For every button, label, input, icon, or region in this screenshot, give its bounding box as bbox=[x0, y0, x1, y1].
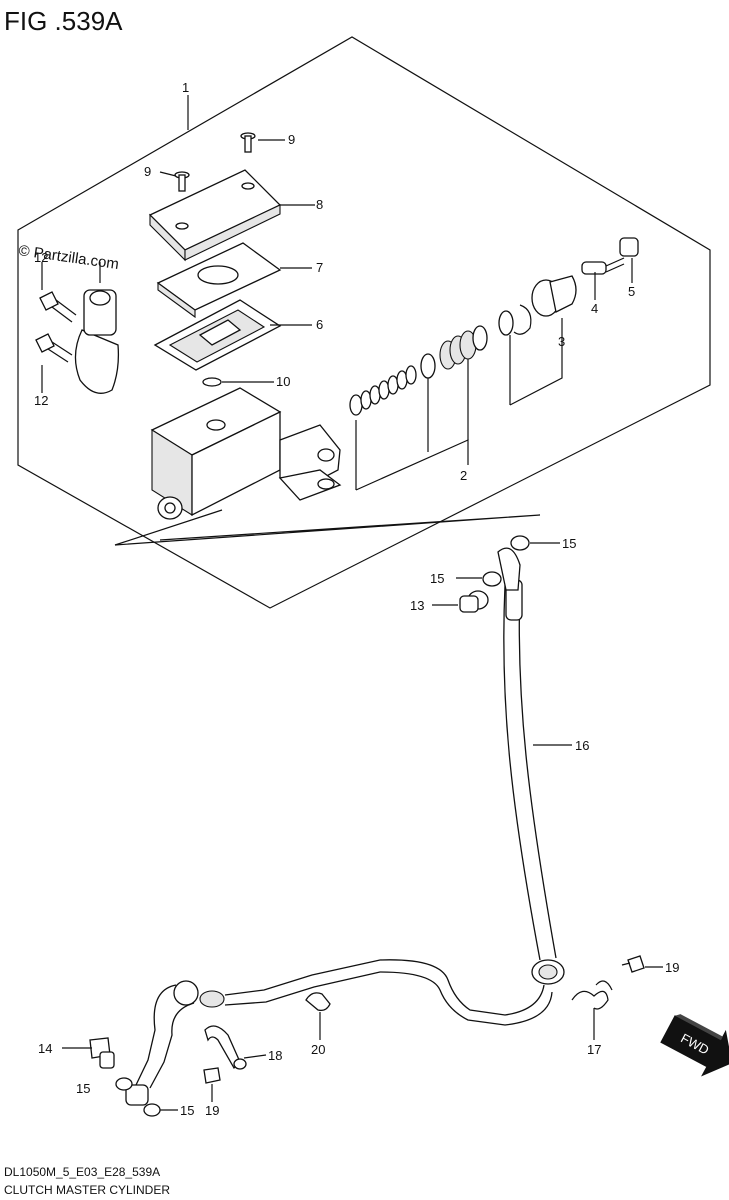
union-bolt-13-icon bbox=[459, 590, 489, 613]
bolt-12-upper-icon bbox=[39, 291, 77, 323]
bolt-19-lower-icon bbox=[203, 1067, 221, 1084]
callout-9-right: 9 bbox=[288, 132, 295, 147]
cap-hole-left bbox=[175, 222, 189, 230]
diaphragm-ring bbox=[197, 265, 239, 285]
callout-20: 20 bbox=[311, 1042, 325, 1057]
clip-17-icon bbox=[571, 980, 613, 1010]
watermark: © Partzilla.com bbox=[17, 242, 119, 273]
callout-14: 14 bbox=[38, 1041, 52, 1056]
screw-9-left-icon bbox=[174, 171, 190, 192]
assembly-outline bbox=[17, 36, 711, 609]
callout-7: 7 bbox=[316, 260, 323, 275]
piston-spring bbox=[349, 365, 417, 416]
callout-19-lower: 19 bbox=[205, 1103, 219, 1118]
leader-lines-upper bbox=[41, 95, 633, 491]
cap-hole-right bbox=[241, 182, 255, 190]
callout-15-low: 15 bbox=[180, 1103, 194, 1118]
reservoir-cap-side2 bbox=[184, 204, 281, 261]
callout-6: 6 bbox=[316, 317, 323, 332]
plate-10 bbox=[202, 377, 222, 387]
mount-plane bbox=[114, 514, 541, 546]
callout-15-upper: 15 bbox=[430, 571, 444, 586]
callout-8: 8 bbox=[316, 197, 323, 212]
leader-lines-lower bbox=[62, 542, 663, 1111]
piston bbox=[439, 325, 488, 370]
callout-1: 1 bbox=[182, 80, 189, 95]
figure-code: DL1050M_5_E03_E28_539A bbox=[4, 1165, 160, 1179]
callout-18: 18 bbox=[268, 1048, 282, 1063]
washer-15-mid-icon bbox=[115, 1077, 133, 1091]
washer-15-top-icon bbox=[510, 535, 530, 551]
callout-19-right: 19 bbox=[665, 960, 679, 975]
clip-20-icon bbox=[305, 992, 331, 1012]
nut-5 bbox=[619, 237, 639, 257]
hose-clamp-18 bbox=[204, 1025, 247, 1070]
fwd-arrow-icon bbox=[660, 1014, 729, 1077]
bolt-19-right-icon bbox=[621, 955, 645, 973]
union-bolt-14-icon bbox=[89, 1037, 115, 1069]
push-rod-4 bbox=[581, 257, 625, 275]
callout-3: 3 bbox=[558, 334, 565, 349]
callout-5: 5 bbox=[628, 284, 635, 299]
clutch-hose bbox=[125, 547, 565, 1106]
seal-ring bbox=[498, 310, 514, 336]
screw-9-right-icon bbox=[240, 132, 256, 153]
washer-15-low-icon bbox=[143, 1103, 161, 1117]
figure-caption: CLUTCH MASTER CYLINDER bbox=[4, 1183, 170, 1197]
circlip bbox=[513, 304, 532, 335]
primary-cup bbox=[420, 353, 436, 379]
callout-2: 2 bbox=[460, 468, 467, 483]
callout-12-lower: 12 bbox=[34, 393, 48, 408]
callout-13: 13 bbox=[410, 598, 424, 613]
bolt-12-lower-icon bbox=[35, 333, 73, 363]
handlebar-clamp bbox=[74, 289, 120, 394]
callout-15-top: 15 bbox=[562, 536, 576, 551]
callout-16: 16 bbox=[575, 738, 589, 753]
callout-10: 10 bbox=[276, 374, 290, 389]
master-cylinder-body bbox=[150, 387, 342, 520]
figure-title: FIG .539A bbox=[4, 6, 123, 36]
boot-3-body bbox=[549, 275, 577, 313]
washer-15-upper-icon bbox=[482, 571, 502, 587]
callout-17: 17 bbox=[587, 1042, 601, 1057]
callout-9-left: 9 bbox=[144, 164, 151, 179]
mount-plane-edge bbox=[114, 509, 223, 546]
callout-15-mid: 15 bbox=[76, 1081, 90, 1096]
diaphragm-plate-side bbox=[157, 281, 196, 319]
callout-12-upper: 12 bbox=[34, 250, 48, 265]
callout-4: 4 bbox=[591, 301, 598, 316]
diaphragm-bellows bbox=[198, 319, 242, 346]
